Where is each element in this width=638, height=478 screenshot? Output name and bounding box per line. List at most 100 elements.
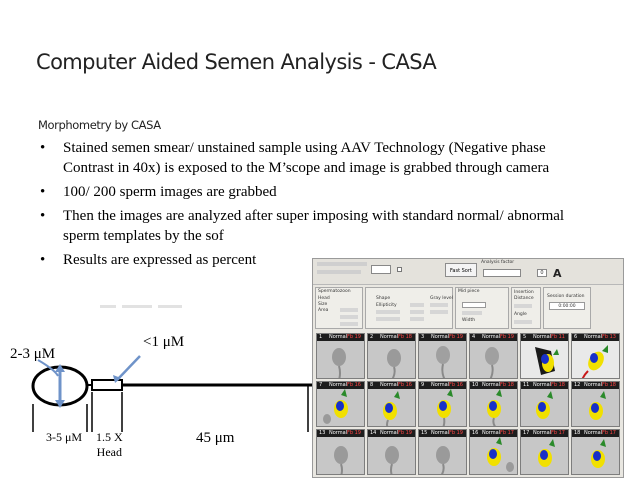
- cell-number: 7: [319, 382, 323, 388]
- cell-status: Normal: [380, 430, 399, 436]
- angle-label: Angle: [514, 312, 527, 317]
- area-label: Area: [318, 308, 329, 313]
- bullet-item: •Then the images are analyzed after supe…: [40, 206, 600, 246]
- cell-code: Fb 13: [601, 334, 616, 340]
- insertion-label: Insertion: [514, 290, 534, 295]
- cell-number: 17: [523, 430, 530, 436]
- bullet-icon: •: [40, 140, 46, 156]
- shape-label: Shape: [376, 296, 391, 301]
- cell-code: Fb 19: [448, 334, 463, 340]
- ellipticity-label: Ellipticity: [376, 303, 397, 308]
- head-length-label: 3-5 μM: [46, 430, 83, 444]
- cell-status: Normal: [482, 430, 501, 436]
- cell-code: Fb 17: [499, 430, 514, 436]
- gray-level-label: Gray level: [430, 296, 453, 301]
- bullet-icon: •: [40, 252, 46, 268]
- distance-label: Distance: [514, 296, 534, 301]
- cell-status: Normal: [482, 382, 501, 388]
- font-size-icon[interactable]: A: [553, 267, 562, 280]
- cell-number: 18: [574, 430, 581, 436]
- cell-number: 13: [319, 430, 326, 436]
- cell-status: Normal: [533, 382, 552, 388]
- shape-panel: Shape Ellipticity Gray level: [365, 287, 453, 329]
- bullet-item: • 100/ 200 sperm images are grabbed: [40, 182, 600, 202]
- slide-subtitle: Morphometry by CASA: [38, 118, 161, 132]
- bullet-text: 100/ 200 sperm images are grabbed: [63, 184, 277, 200]
- cell-number: 1: [319, 334, 323, 340]
- cell-number: 14: [370, 430, 377, 436]
- cell-code: Fb 17: [601, 430, 616, 436]
- faded-text-remnant: [100, 305, 182, 308]
- neck-width-label: <1 μM: [143, 334, 185, 350]
- spermatozoon-panel: Spermatozoon Head Size Area: [315, 287, 363, 329]
- bullet-text: Results are expressed as percent: [63, 252, 257, 268]
- cell-status: Normal: [431, 430, 450, 436]
- bullet-item: • Results are expressed as percent: [40, 250, 600, 270]
- midpiece-label: Mid piece: [458, 289, 480, 294]
- cell-number: 8: [370, 382, 374, 388]
- midpiece-panel: Mid piece Width: [455, 287, 509, 329]
- cell-number: 4: [472, 334, 476, 340]
- cell-status: Normal: [533, 334, 552, 340]
- cell-status: Normal: [329, 430, 348, 436]
- session-duration-label: Session duration: [547, 294, 585, 299]
- head-label: Head: [318, 296, 330, 301]
- neck-width-arrow: [116, 355, 141, 381]
- cell-status: Normal: [380, 382, 399, 388]
- factor-value-field[interactable]: 0: [537, 269, 547, 277]
- cell-code: Fb 19: [397, 430, 412, 436]
- cell-status: Normal: [380, 334, 399, 340]
- size-label: Size: [318, 302, 328, 307]
- bullet-icon: •: [40, 184, 46, 200]
- fast-sort-button[interactable]: Fast Sort: [445, 263, 477, 277]
- cell-number: 9: [421, 382, 425, 388]
- cell-number: 2: [370, 334, 374, 340]
- cell-status: Normal: [329, 334, 348, 340]
- cell-number: 12: [574, 382, 581, 388]
- cell-code: Fb 19: [346, 430, 361, 436]
- cell-code: Fb 16: [346, 382, 361, 388]
- bullet-text: Stained semen smear/ unstained sample us…: [63, 140, 550, 176]
- midpiece-shape: [91, 379, 123, 391]
- cell-number: 16: [472, 430, 479, 436]
- analysis-factor-label: Analysis factor: [481, 260, 515, 265]
- cell-code: Fb 18: [550, 382, 565, 388]
- cell-status: Normal: [431, 334, 450, 340]
- bullet-list: • Stained semen smear/ unstained sample u…: [40, 138, 600, 274]
- cell-status: Normal: [431, 382, 450, 388]
- bullet-icon: •: [40, 208, 46, 224]
- cell-status: Normal: [584, 334, 603, 340]
- tail-length-label: 45 μm: [196, 430, 235, 446]
- sperm-dimension-diagram: 2-3 μM <1 μM 3-5 μM 1.5 X Head 45 μm: [0, 320, 320, 478]
- cell-number: 11: [523, 382, 530, 388]
- sperm-outline-drawing: [31, 355, 320, 432]
- width-label: Width: [462, 318, 476, 323]
- cell-code: Fb 19: [499, 334, 514, 340]
- head-width-label: 2-3 μM: [10, 346, 56, 362]
- cell-code: Fb 16: [397, 382, 412, 388]
- insertion-panel: Insertion Distance Angle: [511, 287, 541, 329]
- cell-code: Fb 16: [448, 382, 463, 388]
- session-panel: Session duration 0:00:00: [543, 287, 591, 329]
- session-duration-field: 0:00:00: [549, 302, 585, 310]
- slide-title: Computer Aided Semen Analysis - CASA: [36, 50, 437, 74]
